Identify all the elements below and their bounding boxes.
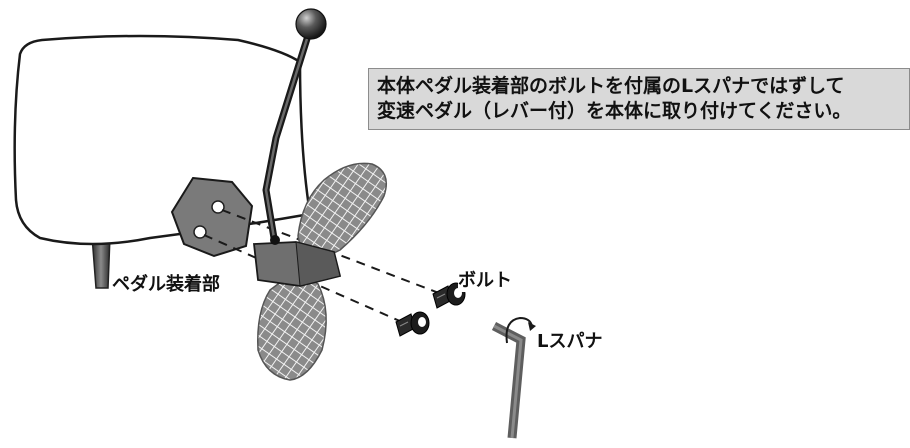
pedal-upper-paddle [297,162,387,258]
lever-knob [295,8,327,40]
pedal-lower-paddle [257,274,327,381]
instruction-box: 本体ペダル装着部のボルトを付属のLスパナではずして 変速ペダル（レバー付）を本体… [368,68,910,130]
pedal-mount-label: ペダル装着部 [110,270,222,296]
l-spanner-label: Lスパナ [537,327,603,353]
machine-body [13,34,312,246]
mount-hole-lower [193,225,207,239]
alignment-line-lower [203,234,403,323]
bolt-label: ボルト [458,266,512,292]
bolt-lower-icon [395,311,430,337]
mount-hole-upper [211,200,225,214]
rotation-arrow-icon [505,316,536,344]
instruction-line-1: 本体ペダル装着部のボルトを付属のLスパナではずして [377,75,845,97]
instruction-line-2: 変速ペダル（レバー付）を本体に取り付けてください。 [377,100,852,122]
lever-pivot [270,235,280,245]
pedal-mount-plate [170,176,254,258]
